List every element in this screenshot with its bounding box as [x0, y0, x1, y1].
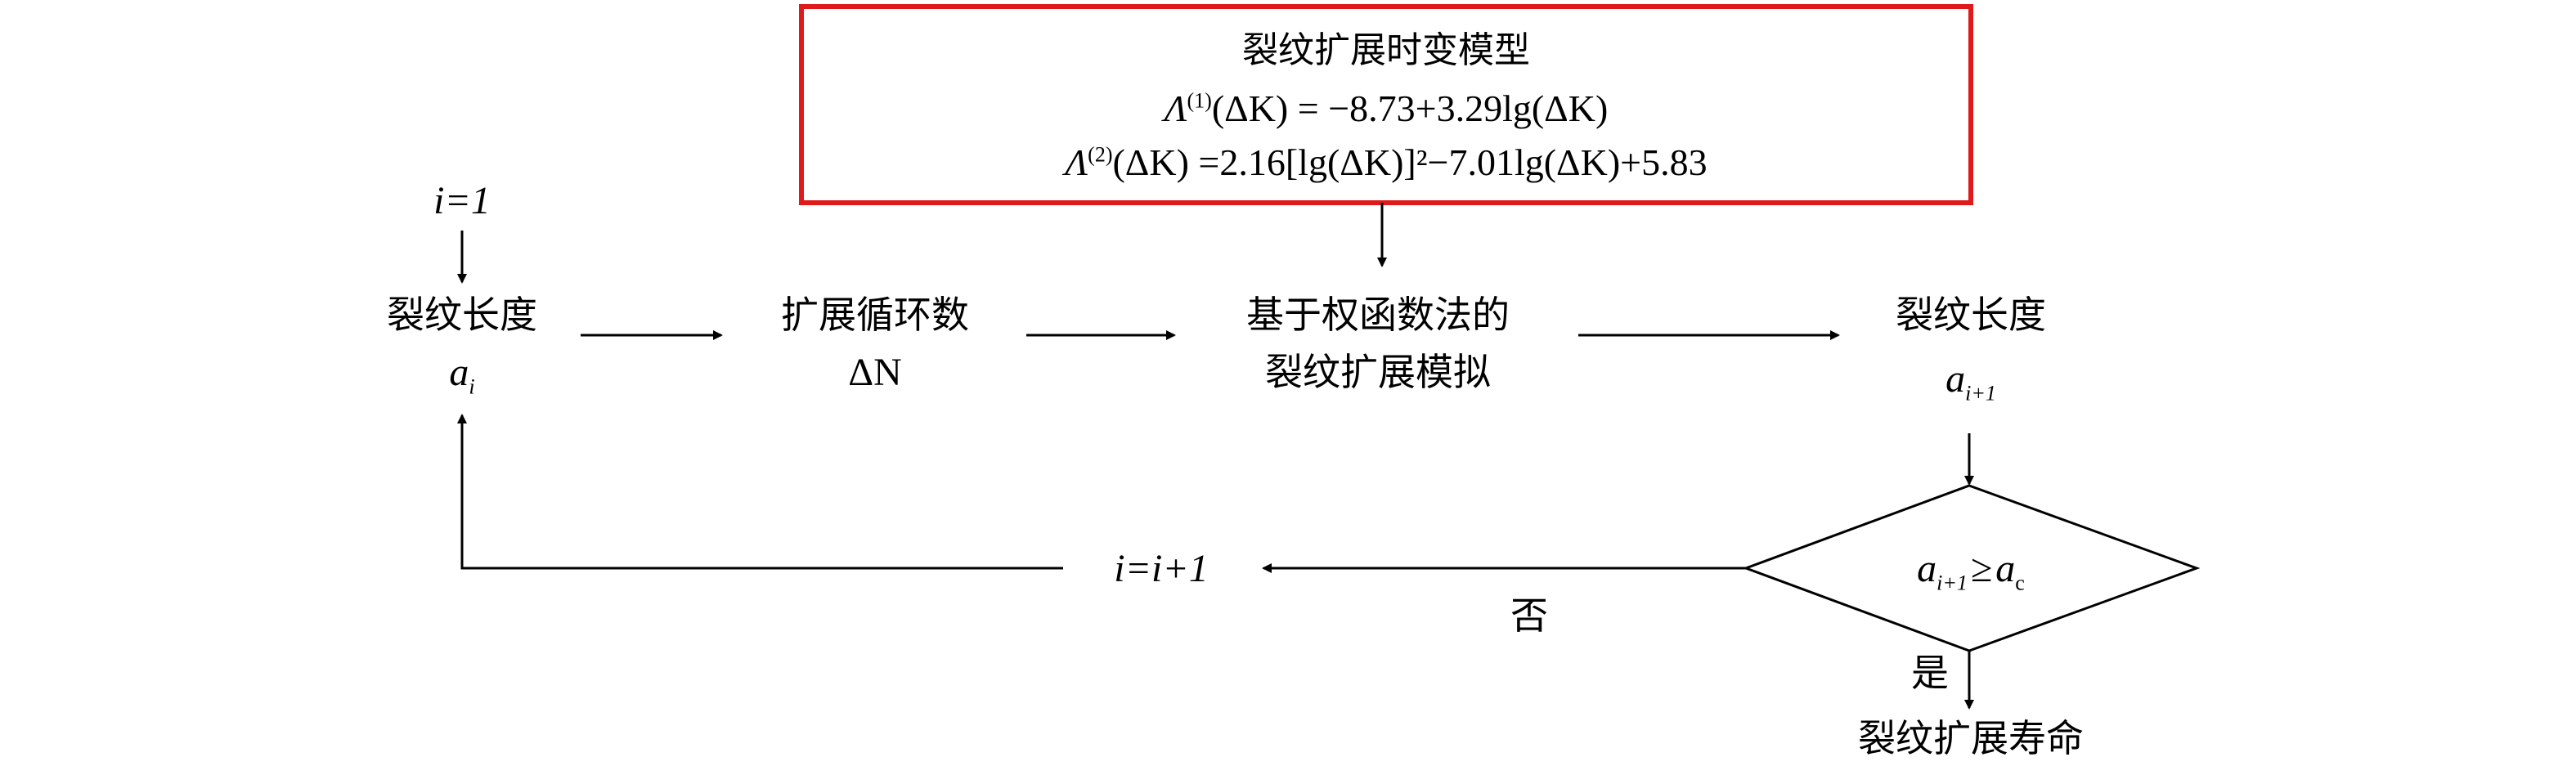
- decision-lhs-sub: i+1: [1936, 571, 1968, 595]
- model-box-title: 裂纹扩展时变模型: [1242, 29, 1530, 71]
- result-label: 裂纹扩展寿命: [1858, 716, 2084, 760]
- cycles-var-text: ΔN: [848, 351, 902, 394]
- sim-line-2: 裂纹扩展模拟: [1265, 350, 1491, 394]
- next-crack-sub: i+1: [1965, 381, 1996, 405]
- edge-yes-label: 是: [1911, 651, 1949, 695]
- edge-no-label: 否: [1510, 594, 1548, 638]
- next-crack-length-var: ai+1: [1905, 357, 2036, 405]
- eq1-sup: (1): [1187, 88, 1212, 113]
- eq1-body: (ΔK) = −8.73+3.29lg(ΔK): [1211, 87, 1609, 129]
- model-box-border: [799, 4, 1973, 205]
- crack-length-label: 裂纹长度: [387, 293, 537, 337]
- decision-rhs-sub: c: [2015, 571, 2025, 595]
- sim-line-1: 基于权函数法的: [1246, 293, 1510, 337]
- decision-rhs: a: [1995, 547, 2016, 590]
- next-crack-length-label: 裂纹长度: [1896, 293, 2046, 337]
- cycles-label: 扩展循环数: [781, 293, 969, 337]
- model-eq-2: Λ(2)(ΔK) =2.16[lg(ΔK)]²−7.01lg(ΔK)+5.83: [801, 144, 1971, 181]
- decision-condition: ai+1≥ac: [1840, 547, 2102, 594]
- cycles-var: ΔN: [810, 353, 940, 392]
- eq2-sup: (2): [1088, 142, 1113, 167]
- eq1-lambda: Λ: [1164, 87, 1187, 129]
- crack-length-a: a: [449, 351, 469, 394]
- init-label: i=1: [433, 179, 491, 222]
- decision-op: ≥: [1970, 547, 1993, 590]
- eq2-lambda: Λ: [1065, 141, 1088, 183]
- next-crack-a: a: [1945, 357, 1966, 401]
- decision-lhs: a: [1917, 547, 1937, 590]
- increment-label: i=i+1: [1114, 547, 1209, 590]
- crack-length-sub: i: [469, 374, 475, 399]
- eq2-body: (ΔK) =2.16[lg(ΔK)]²−7.01lg(ΔK)+5.83: [1112, 141, 1708, 183]
- model-eq-1: Λ(1)(ΔK) = −8.73+3.29lg(ΔK): [801, 90, 1971, 128]
- crack-length-var: ai: [413, 351, 511, 398]
- arrow-loop-back: [457, 414, 1063, 570]
